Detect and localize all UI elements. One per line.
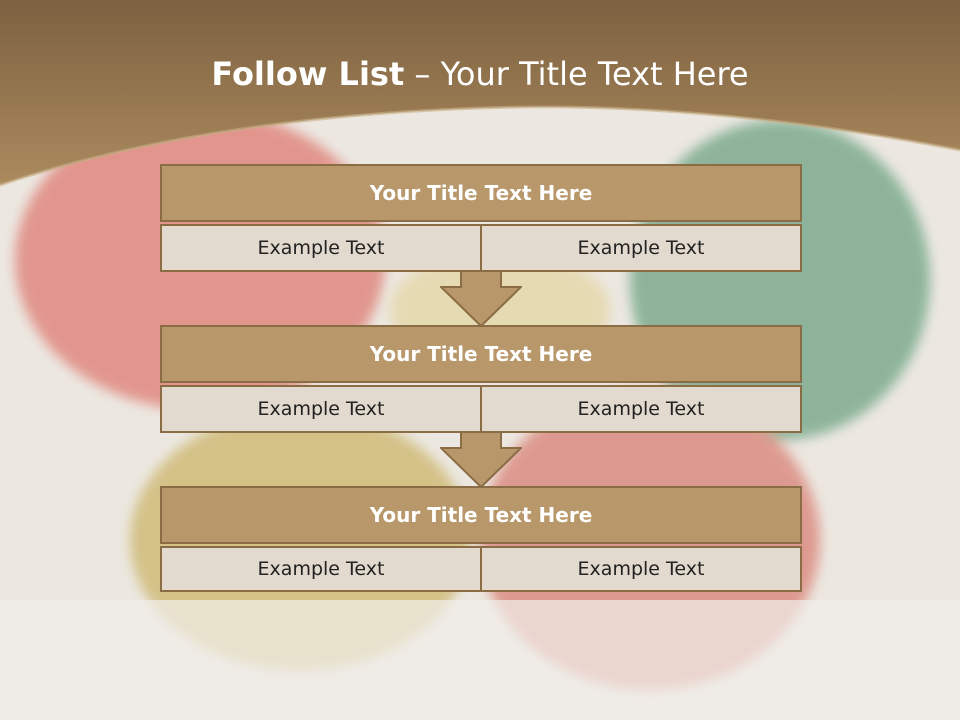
step-block-1: Your Title Text Here Example Text Exampl… <box>160 164 802 272</box>
step-cell-left: Example Text <box>160 224 482 272</box>
slide-title-separator: – <box>404 55 441 93</box>
step-row: Example Text Example Text <box>160 546 802 592</box>
step-cell-right: Example Text <box>482 546 802 592</box>
step-block-3: Your Title Text Here Example Text Exampl… <box>160 486 802 592</box>
step-cell-left: Example Text <box>160 546 482 592</box>
slide-title: Follow List – Your Title Text Here <box>0 52 960 96</box>
step-cell-left: Example Text <box>160 385 482 433</box>
step-block-2: Your Title Text Here Example Text Exampl… <box>160 325 802 433</box>
step-title: Your Title Text Here <box>160 325 802 383</box>
step-cell-right: Example Text <box>482 224 802 272</box>
slide-title-rest: Your Title Text Here <box>440 55 749 93</box>
step-cell-right: Example Text <box>482 385 802 433</box>
step-title: Your Title Text Here <box>160 164 802 222</box>
slide-title-bold: Follow List <box>211 55 405 93</box>
step-row: Example Text Example Text <box>160 224 802 272</box>
step-title: Your Title Text Here <box>160 486 802 544</box>
step-row: Example Text Example Text <box>160 385 802 433</box>
down-arrow-icon <box>440 271 522 327</box>
down-arrow-icon <box>440 432 522 488</box>
